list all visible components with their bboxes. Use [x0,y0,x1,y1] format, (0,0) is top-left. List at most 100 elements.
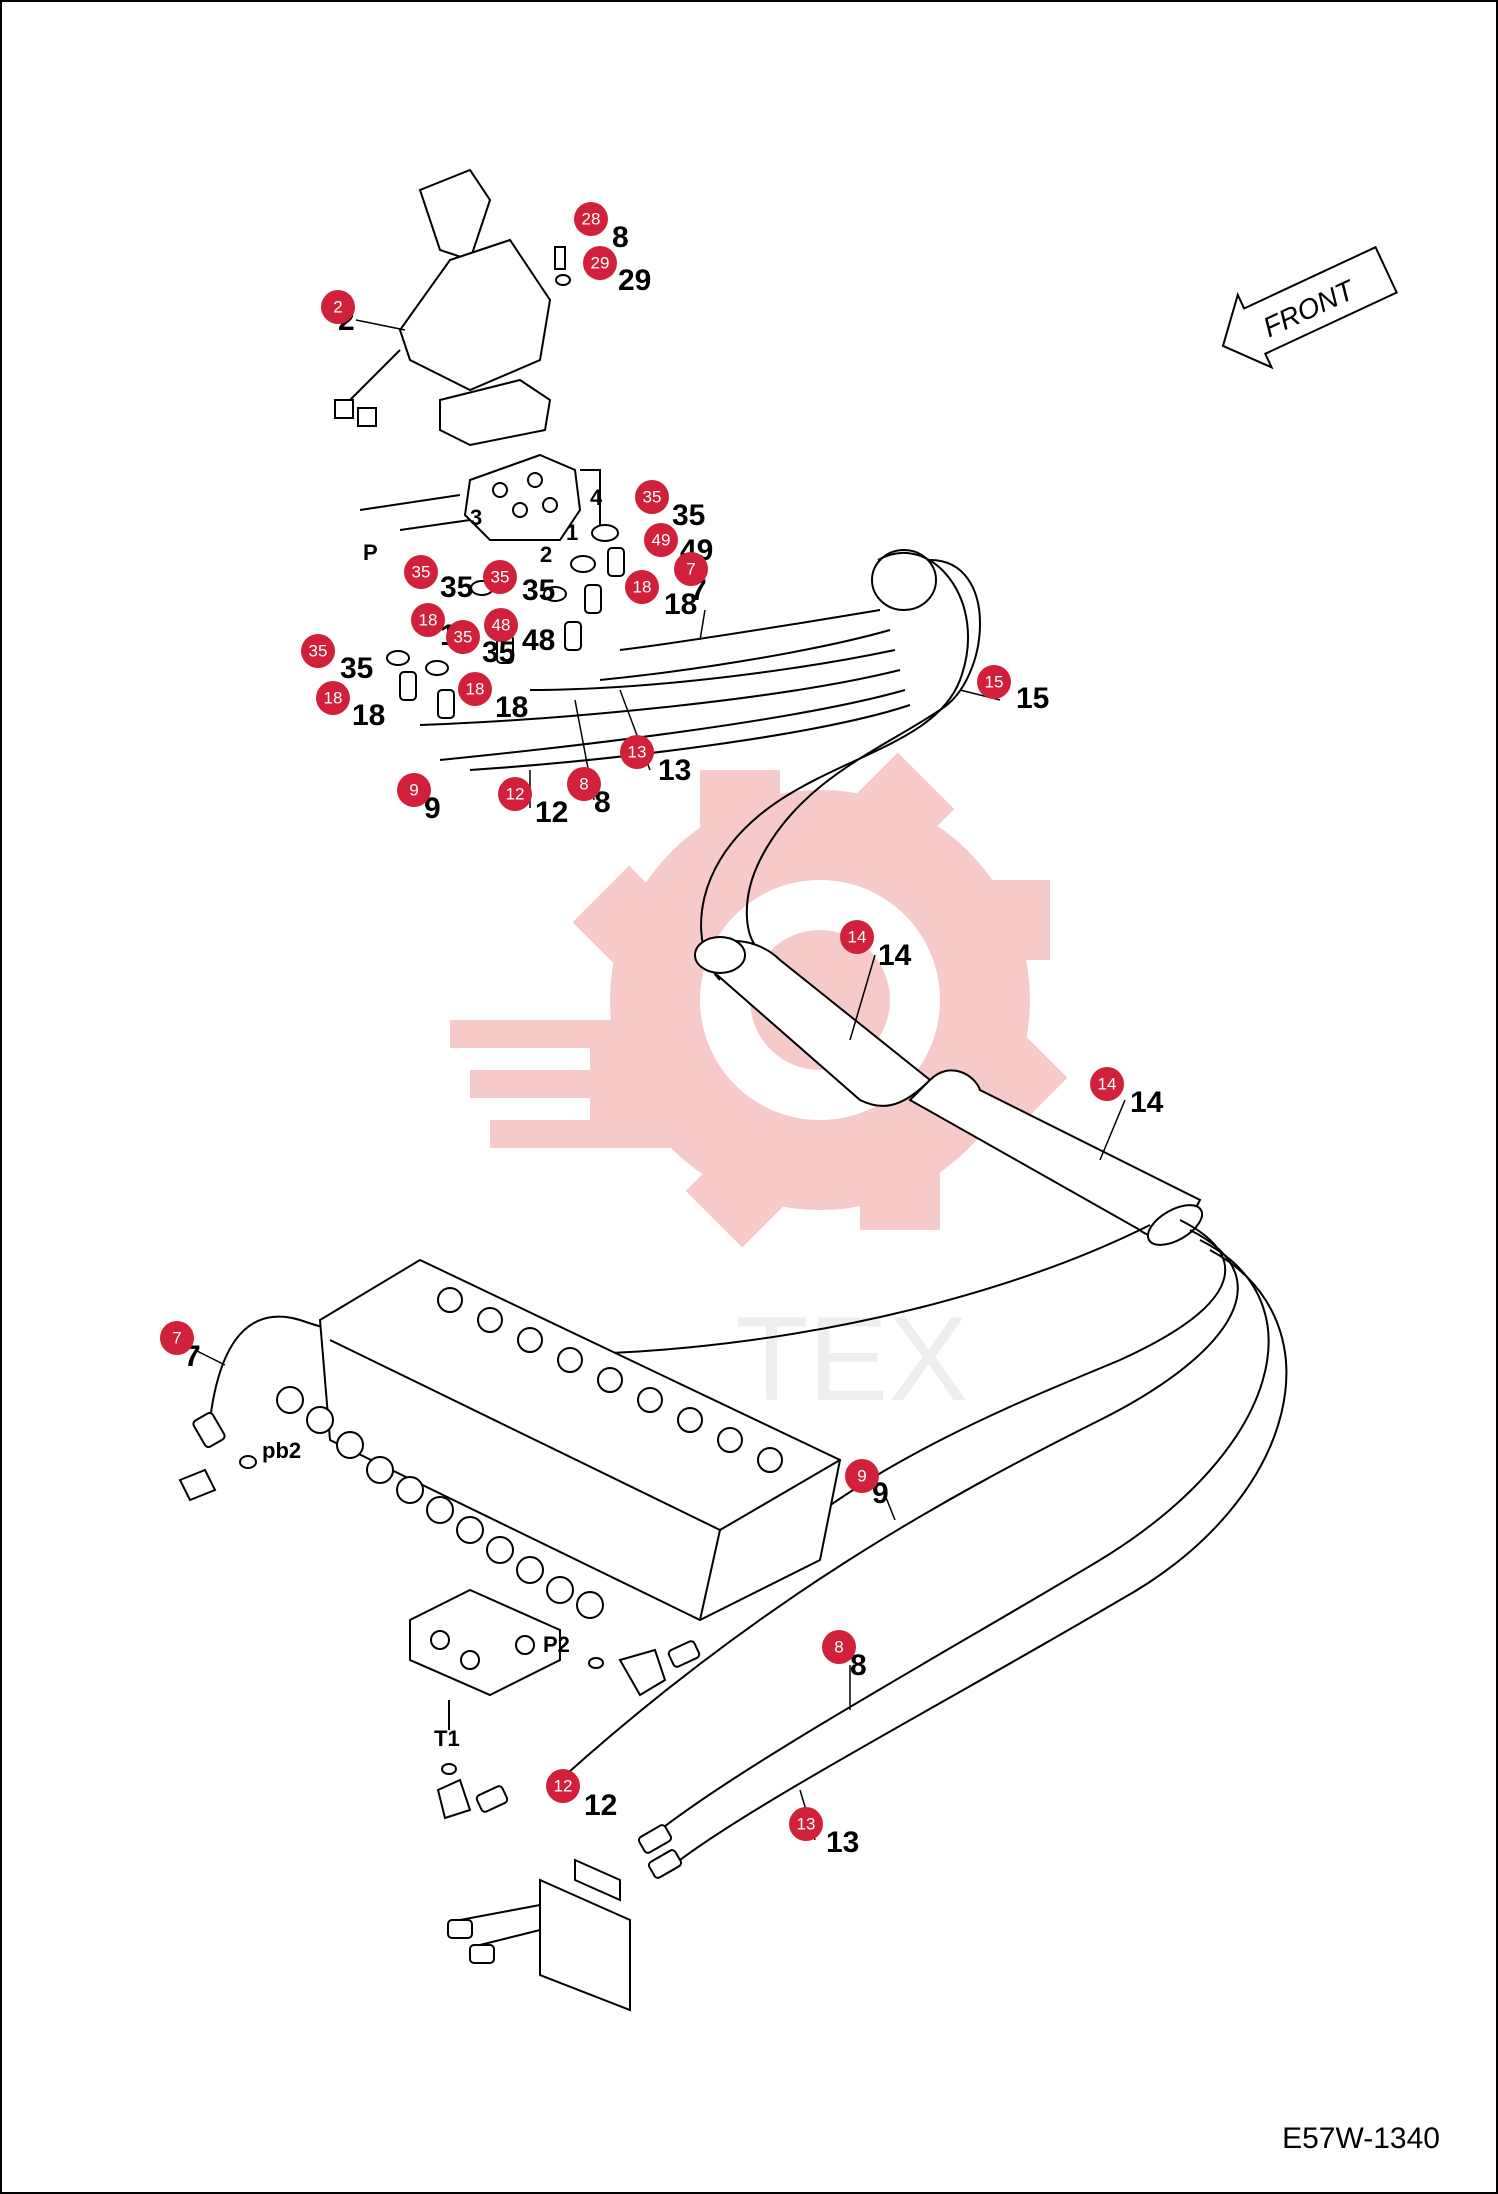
callout-part-number: 18 [352,699,385,732]
callout-marker-dot[interactable] [977,665,1011,699]
callout-marker-number: 12 [506,785,525,804]
callout-marker-dot[interactable] [567,767,601,801]
upper-hose-bundle [419,549,981,981]
callout-part-number: 35 [482,636,515,669]
callout-marker-dot[interactable] [458,672,492,706]
callout-c2[interactable]: 22 [321,290,355,337]
callout-part-number: 12 [584,1789,617,1822]
callout-c29[interactable]: 29 29 [583,246,651,297]
callout-marker-number: 18 [633,578,652,597]
callout-marker-dot[interactable] [574,202,608,236]
port-label-4: 4 [590,485,603,510]
watermark-text: TEX [735,1292,968,1426]
callout-marker-number: 18 [419,611,438,630]
callout-marker-dot[interactable] [546,1769,580,1803]
callout-c9b[interactable]: 99 [845,1459,889,1510]
callout-marker-number: 14 [1098,1075,1117,1094]
callout-c9a[interactable]: 99 [397,773,441,825]
callout-marker-dot[interactable] [789,1807,823,1841]
callout-marker-dot[interactable] [845,1459,879,1493]
callout-marker-dot[interactable] [625,570,659,604]
callout-marker-number: 13 [797,1815,816,1834]
callout-marker-dot[interactable] [674,552,708,586]
callout-marker-number: 9 [409,781,418,800]
callout-marker-dot[interactable] [583,246,617,280]
callout-marker-dot[interactable] [483,560,517,594]
mounting-bracket [447,1858,631,2012]
callout-marker-dot[interactable] [321,290,355,324]
callout-marker-number: 13 [628,743,647,762]
callout-marker-number: 8 [834,1638,843,1657]
callout-c8a[interactable]: 88 [567,767,611,819]
callout-part-number: 8 [612,221,629,254]
callout-marker-dot[interactable] [484,608,518,642]
callout-part-number: 35 [340,652,373,685]
callout-part-number: 35 [440,571,473,604]
callout-part-number: 15 [1016,682,1049,715]
callout-marker-number: 35 [309,642,328,661]
callout-marker-dot[interactable] [635,480,669,514]
callout-marker-number: 35 [454,628,473,647]
callout-part-number: 35 [522,574,555,607]
callout-marker-number: 29 [591,254,610,273]
callout-marker-number: 7 [686,560,695,579]
callout-marker-dot[interactable] [404,555,438,589]
callout-c12b[interactable]: 12 12 [546,1769,617,1822]
callout-marker-number: 35 [643,488,662,507]
callout-c8b[interactable]: 88 [822,1630,867,1682]
callout-marker-dot[interactable] [301,634,335,668]
callout-c35d[interactable]: 35 35 [446,620,515,669]
callout-marker-dot[interactable] [397,773,431,807]
callout-marker-dot[interactable] [822,1630,856,1664]
callout-part-number: 18 [495,691,528,724]
callout-part-number: 9 [424,792,441,825]
main-control-valve [276,1258,842,1622]
callout-marker-dot[interactable] [840,920,874,954]
callout-part-number: 8 [850,1649,867,1682]
callout-marker-number: 12 [554,1777,573,1796]
callout-marker-number: 49 [652,531,671,550]
callout-marker-dot[interactable] [316,681,350,715]
callout-part-number: 14 [1130,1086,1164,1119]
port-label-3: 3 [470,505,482,530]
callout-marker-dot[interactable] [498,777,532,811]
callout-marker-number: 28 [582,210,601,229]
callout-part-number: 13 [658,754,691,787]
callout-c35a[interactable]: 35 35 [635,480,705,532]
callout-marker-dot[interactable] [446,620,480,654]
callout-marker-dot[interactable] [411,603,445,637]
callout-part-number: 29 [618,264,651,297]
callout-marker-number: 18 [324,689,343,708]
callout-marker-number: 2 [333,298,342,317]
callout-marker-number: 7 [172,1329,181,1348]
callout-c35e[interactable]: 35 35 [301,634,373,685]
upper-fittings [386,524,625,719]
callout-marker-number: 8 [579,775,588,794]
callout-c7a[interactable]: 77 [674,552,708,607]
callout-layer: 2282829293535494977181835353535181848483… [160,202,1164,1859]
callout-c13a[interactable]: 13 13 [620,735,691,787]
callout-part-number: 8 [594,786,611,819]
callout-c14b[interactable]: 14 14 [1090,1067,1164,1119]
callout-c7b[interactable]: 77 [160,1321,201,1373]
pilot-valve-plate [359,453,601,541]
callout-marker-dot[interactable] [1090,1067,1124,1101]
callout-marker-dot[interactable] [620,735,654,769]
callout-marker-dot[interactable] [160,1321,194,1355]
callout-c28[interactable]: 8 28 [574,202,629,254]
callout-marker-number: 9 [857,1467,866,1486]
callout-marker-dot[interactable] [644,523,678,557]
callout-part-number: 35 [672,499,705,532]
